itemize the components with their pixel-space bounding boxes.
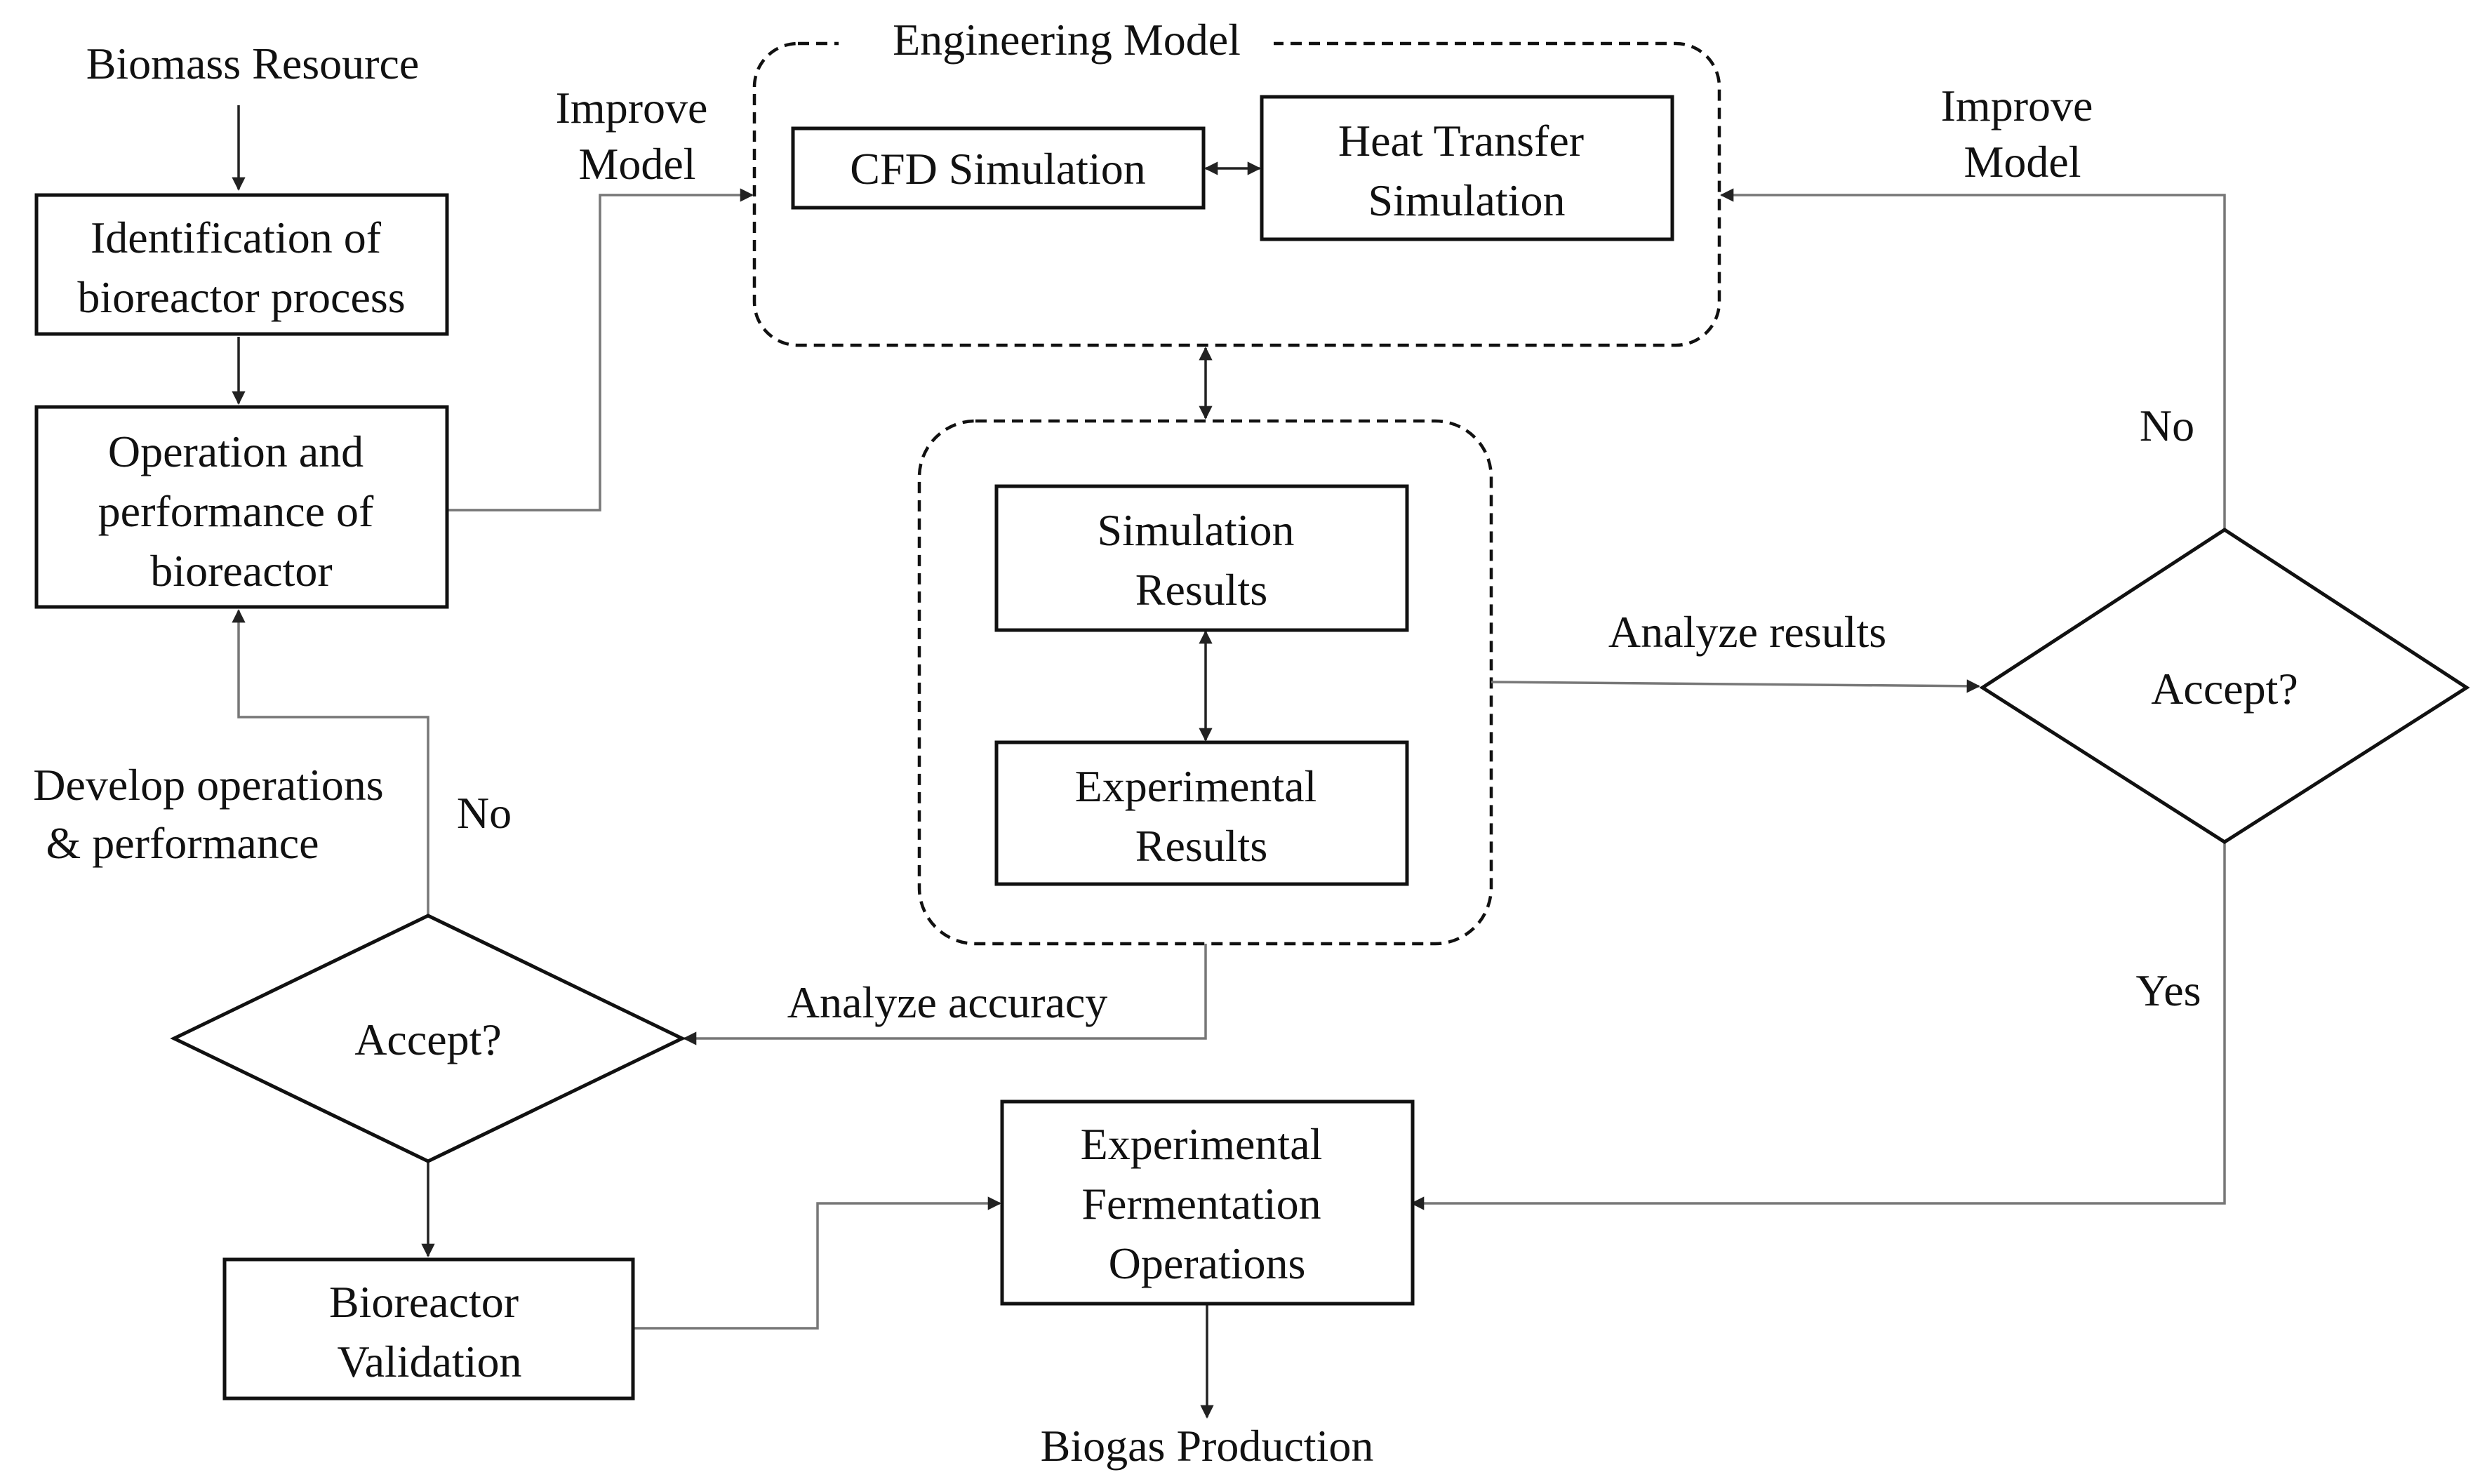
simulation-results-label: Simulation Results (1098, 505, 1306, 615)
edge-accept-right-yes (1411, 842, 2226, 1210)
identification-label: Identification of bioreactor process (77, 213, 405, 322)
edge-results-to-accept-right (1491, 679, 1980, 693)
bioreactor-validation-box (222, 1257, 635, 1401)
edge-accept-left-no (232, 609, 429, 916)
experimental-fermentation-box (1000, 1099, 1415, 1306)
analyze-results-label: Analyze results (1608, 607, 1886, 657)
accept-left-label: Accept? (354, 1015, 502, 1064)
identification-box (34, 193, 449, 336)
no-right-label: No (2140, 401, 2194, 450)
heat-transfer-box (1260, 95, 1674, 241)
develop-operations-label: Develop operations & performance (33, 760, 394, 868)
cfd-simulation-label: CFD Simulation (850, 144, 1145, 194)
engineering-model-title: Engineering Model (893, 15, 1241, 65)
improve-model-right-label: Improve Model (1941, 81, 2105, 187)
operation-performance-label: Operation and performance of bioreactor (98, 427, 385, 596)
edge-accept-right-no (1720, 188, 2226, 530)
edge-validation-to-fermentation (633, 1196, 1001, 1330)
yes-right-label: Yes (2135, 965, 2201, 1015)
operation-performance-box (34, 405, 449, 609)
no-left-label: No (457, 788, 512, 838)
improve-model-left-label: Improve Model (556, 83, 719, 189)
engineering-model-title-mask (839, 14, 1274, 70)
cfd-simulation-box (791, 126, 1206, 210)
experimental-results-box (994, 740, 1409, 886)
bioreactor-validation-label: Bioreactor Validation (329, 1277, 530, 1386)
analyze-accuracy-label: Analyze accuracy (787, 977, 1108, 1027)
experimental-fermentation-label: Experimental Fermentation Operations (1081, 1119, 1334, 1288)
edge-results-to-accept-left (683, 944, 1207, 1045)
accept-decision-left (170, 914, 686, 1163)
edge-operation-to-engineering-model (447, 188, 754, 512)
biogas-production-label: Biogas Production (1041, 1421, 1374, 1471)
simulation-results-box (994, 484, 1409, 632)
biomass-resource-label: Biomass Resource (86, 39, 420, 88)
accept-decision-right (1979, 528, 2470, 844)
accept-right-label: Accept? (2151, 664, 2298, 714)
heat-transfer-label: Heat Transfer Simulation (1338, 116, 1595, 225)
experimental-results-label: Experimental Results (1075, 761, 1328, 871)
